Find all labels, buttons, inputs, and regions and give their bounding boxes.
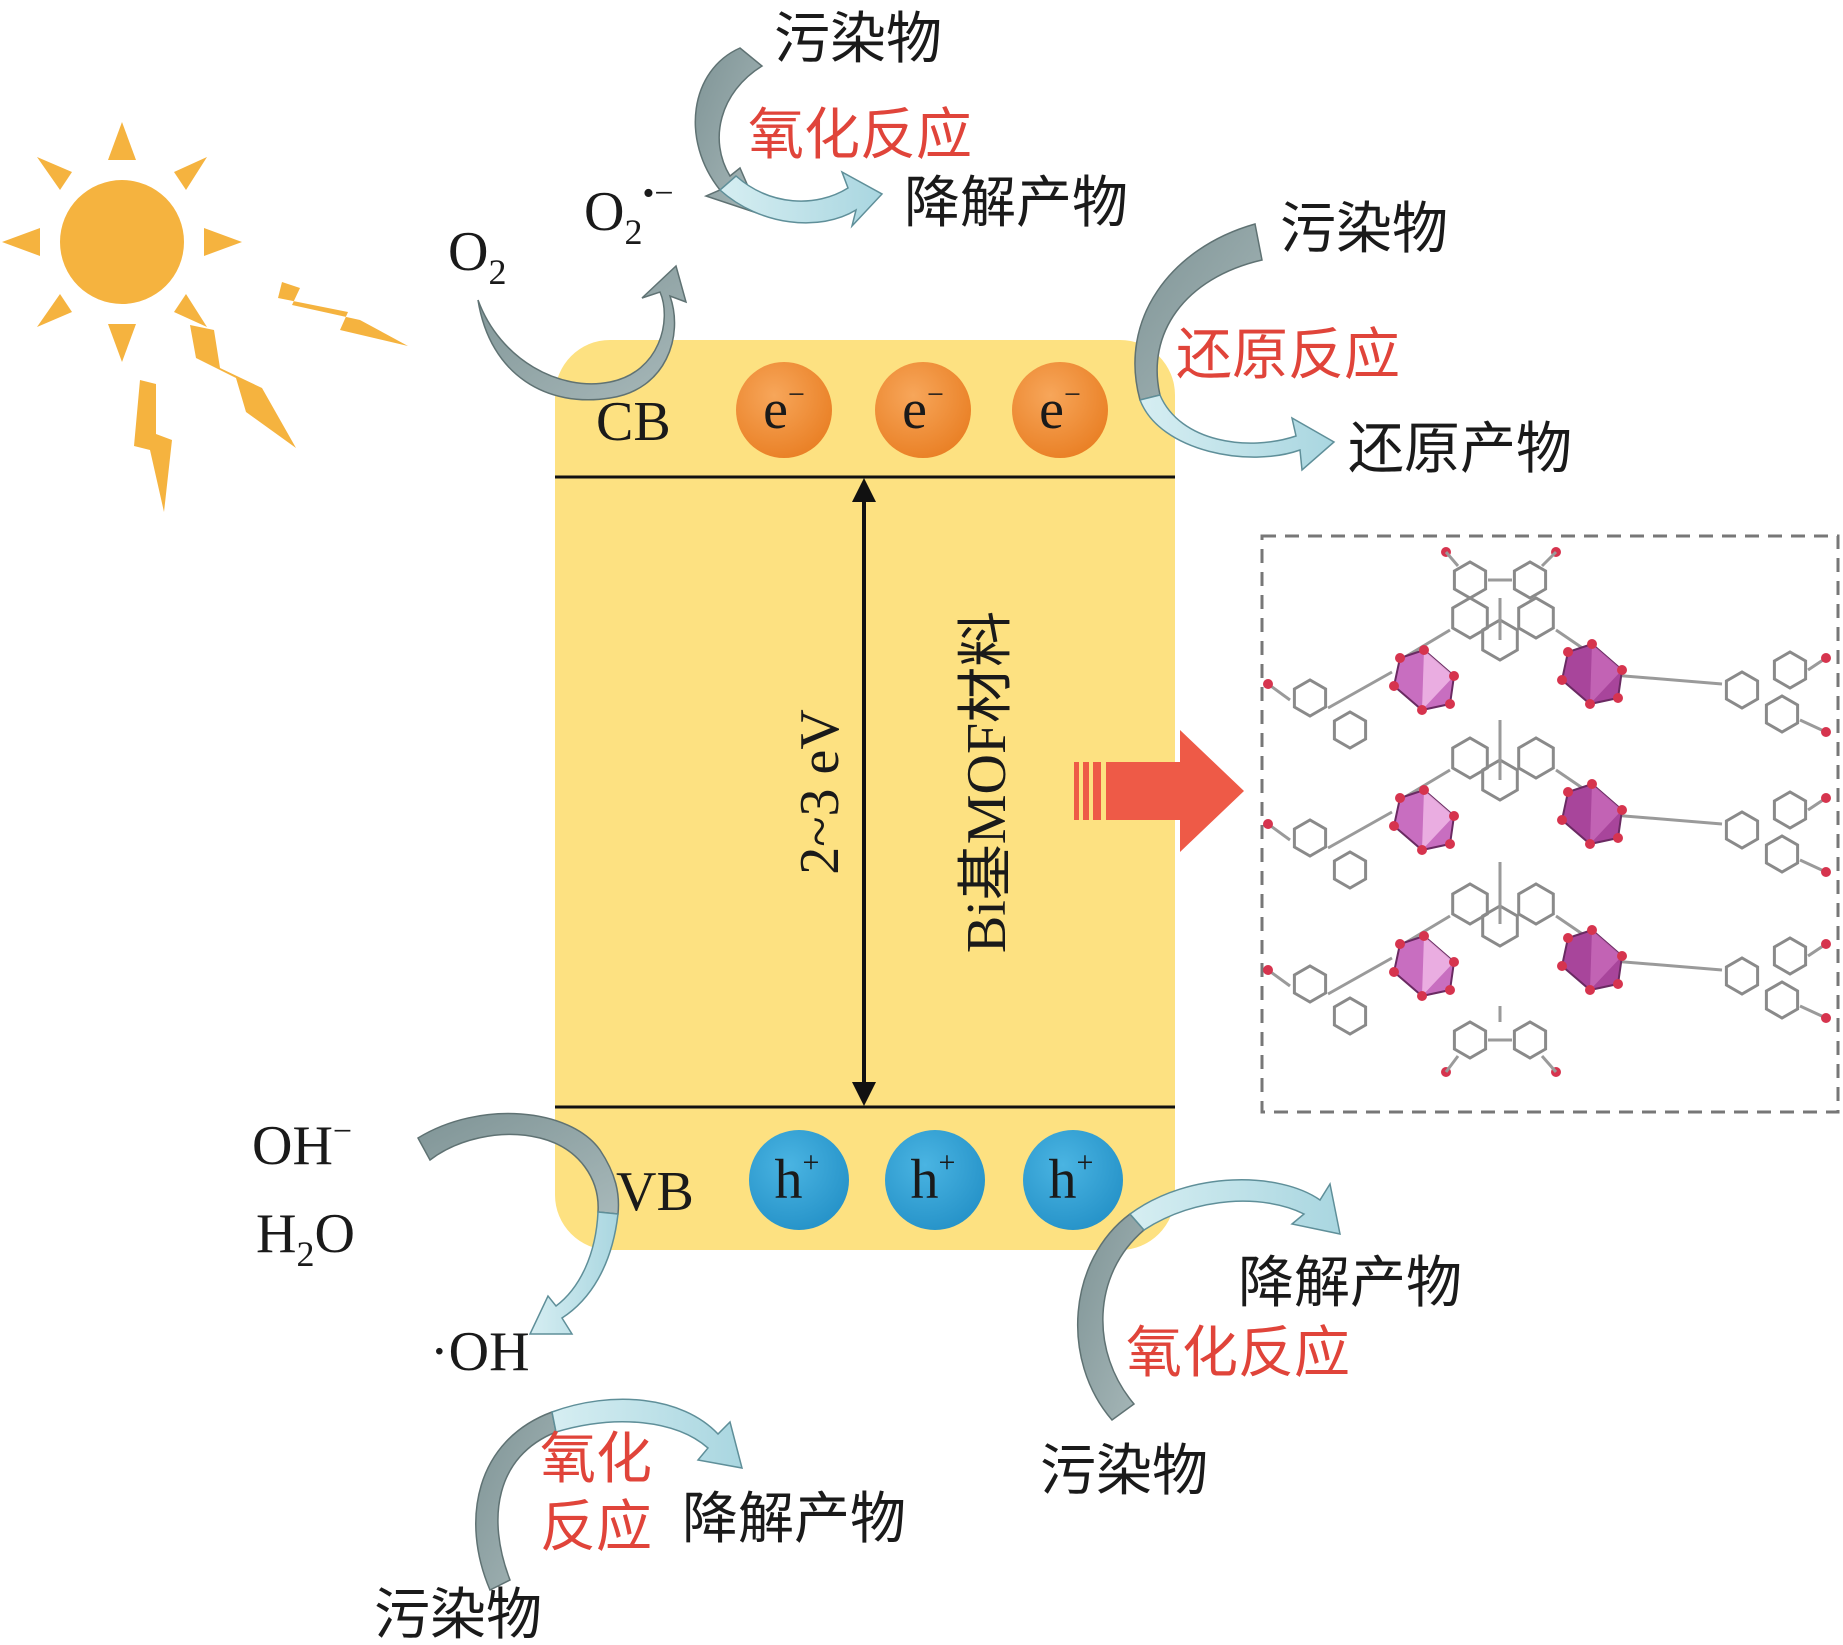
top-pollutant-arrow-dark xyxy=(694,47,764,216)
right-reaction-label: 还原反应 xyxy=(1176,325,1400,387)
cb-label: CB xyxy=(596,391,671,453)
electron-1: e− xyxy=(736,362,832,458)
top-reaction-label: 氧化反应 xyxy=(748,105,972,167)
bottom-left-product-label: 降解产物 xyxy=(682,1489,906,1551)
hole-1: h+ xyxy=(749,1130,849,1230)
hydroxyl-arrow-light xyxy=(528,1211,619,1335)
electron-3: e− xyxy=(1012,362,1108,458)
bottom-right-arrow-light xyxy=(1128,1179,1341,1235)
superoxide-label: O2•− xyxy=(584,175,674,252)
top-pollutant-label: 污染物 xyxy=(774,9,942,71)
oh-minus-label: OH− xyxy=(252,1113,352,1177)
bottom-right-product-label: 降解产物 xyxy=(1238,1253,1462,1315)
water-label: H2O xyxy=(256,1203,355,1274)
material-label: Bi基MOF材料 xyxy=(956,611,1018,953)
svg-text:e−: e− xyxy=(902,378,944,441)
bottom-left-reaction-line1: 氧化 xyxy=(540,1429,652,1491)
band-gap-label: 2~3 eV xyxy=(789,709,851,875)
bottom-right-pollutant-label: 污染物 xyxy=(1040,1441,1208,1503)
svg-text:h+: h+ xyxy=(911,1146,956,1211)
right-product-label: 还原产物 xyxy=(1348,419,1572,481)
mof-structure-image xyxy=(1263,547,1831,1077)
hole-3: h+ xyxy=(1023,1130,1123,1230)
bottom-left-pollutant-label: 污染物 xyxy=(374,1585,542,1640)
top-degradation-arrow-light xyxy=(718,170,884,229)
reduction-arrow-light xyxy=(1138,394,1336,472)
vb-label: VB xyxy=(616,1161,694,1223)
svg-text:h+: h+ xyxy=(1049,1146,1094,1211)
o2-to-superoxide-arrow xyxy=(477,264,688,401)
hydroxyl-label: ·OH xyxy=(430,1321,530,1383)
bottom-right-reaction-label: 氧化反应 xyxy=(1126,1323,1350,1385)
right-pollutant-label: 污染物 xyxy=(1280,199,1448,261)
sun-icon xyxy=(2,122,242,362)
svg-text:h+: h+ xyxy=(775,1146,820,1211)
electron-2: e− xyxy=(875,362,971,458)
bottom-left-reaction-line2: 反应 xyxy=(540,1497,652,1559)
o2-label: O2 xyxy=(448,221,506,292)
svg-text:e−: e− xyxy=(1039,378,1081,441)
light-ray-icon xyxy=(134,282,408,512)
top-product-label: 降解产物 xyxy=(904,173,1128,235)
bottom-left-arrow-light xyxy=(551,1398,744,1469)
hole-2: h+ xyxy=(885,1130,985,1230)
mof-structure-frame xyxy=(1260,534,1840,1114)
svg-text:e−: e− xyxy=(763,378,805,441)
structure-pointer-arrow-icon xyxy=(1074,730,1244,852)
